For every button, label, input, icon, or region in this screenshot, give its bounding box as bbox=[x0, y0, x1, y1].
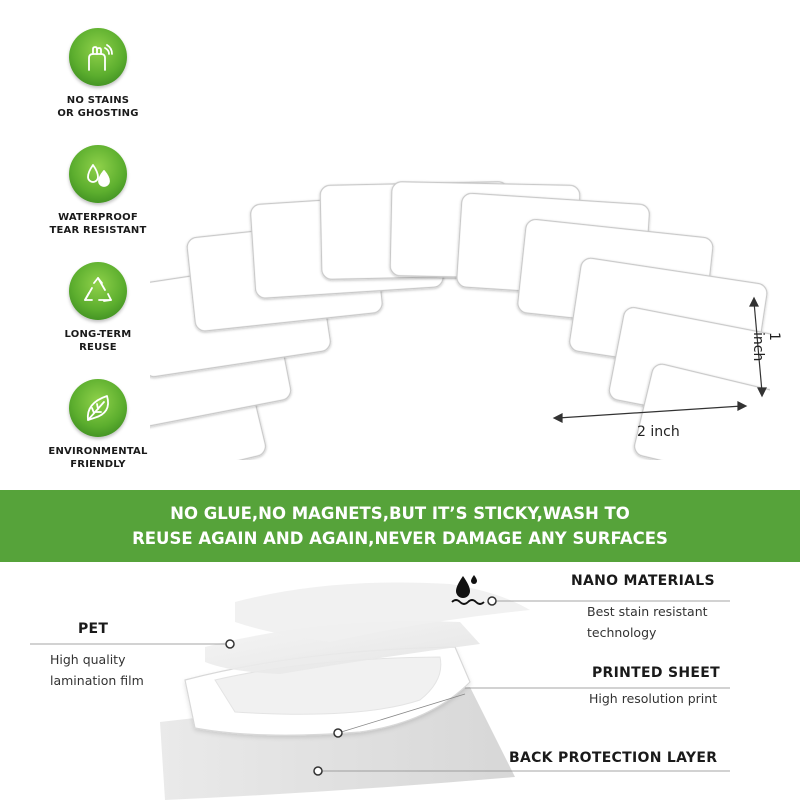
nano-materials-desc: Best stain resistant technology bbox=[587, 604, 708, 640]
pet-title: PET bbox=[78, 621, 109, 637]
banner-line-1: NO GLUE,NO MAGNETS,BUT IT’S STICKY,WASH … bbox=[170, 504, 630, 523]
arrowhead bbox=[552, 413, 563, 423]
feature-label: NO STAINS OR GHOSTING bbox=[57, 95, 139, 119]
dimension-arrows bbox=[552, 296, 767, 423]
printed-sheet-desc: High resolution print bbox=[589, 691, 718, 706]
back-protection-title: BACK PROTECTION LAYER bbox=[509, 750, 718, 766]
leaf-icon bbox=[69, 379, 127, 437]
feature-environmental: ENVIRONMENTAL FRIENDLY bbox=[30, 379, 166, 471]
recycle-icon bbox=[69, 262, 127, 320]
feature-label: WATERPROOF TEAR RESISTANT bbox=[49, 212, 147, 236]
leader-lines bbox=[30, 600, 730, 772]
nano-materials-title: NANO MATERIALS bbox=[571, 573, 715, 589]
height-dimension-label: 1 inch bbox=[750, 332, 782, 362]
layer-diagram bbox=[30, 575, 730, 800]
height-dimension-line bbox=[753, 301, 763, 393]
sticker-cards-fan bbox=[150, 181, 770, 460]
promo-banner: NO GLUE,NO MAGNETS,BUT IT’S STICKY,WASH … bbox=[0, 490, 800, 562]
water-drops-icon bbox=[69, 145, 127, 203]
callout-dots bbox=[225, 596, 497, 776]
feature-waterproof: WATERPROOF TEAR RESISTANT bbox=[30, 145, 166, 237]
printed-sheet-title: PRINTED SHEET bbox=[592, 665, 720, 681]
width-dimension-line bbox=[557, 405, 743, 419]
width-dimension-label: 2 inch bbox=[637, 424, 680, 440]
feature-label: LONG-TERM REUSE bbox=[64, 329, 132, 353]
arrowhead bbox=[757, 387, 767, 398]
wiping-hand-icon bbox=[69, 28, 127, 86]
pet-film-shape bbox=[205, 621, 480, 674]
feature-no-stains: NO STAINS OR GHOSTING bbox=[30, 28, 166, 120]
banner-line-2: REUSE AGAIN AND AGAIN,NEVER DAMAGE ANY S… bbox=[132, 529, 668, 548]
sticker-card bbox=[633, 363, 770, 460]
arrowhead bbox=[737, 401, 748, 411]
feature-reuse: LONG-TERM REUSE bbox=[30, 262, 166, 354]
pet-desc: High quality lamination film bbox=[50, 652, 144, 688]
nano-layer-shape bbox=[235, 582, 530, 642]
arrowhead bbox=[749, 296, 759, 307]
water-drop-waves-icon bbox=[451, 575, 485, 605]
feature-label: ENVIRONMENTAL FRIENDLY bbox=[48, 446, 148, 470]
